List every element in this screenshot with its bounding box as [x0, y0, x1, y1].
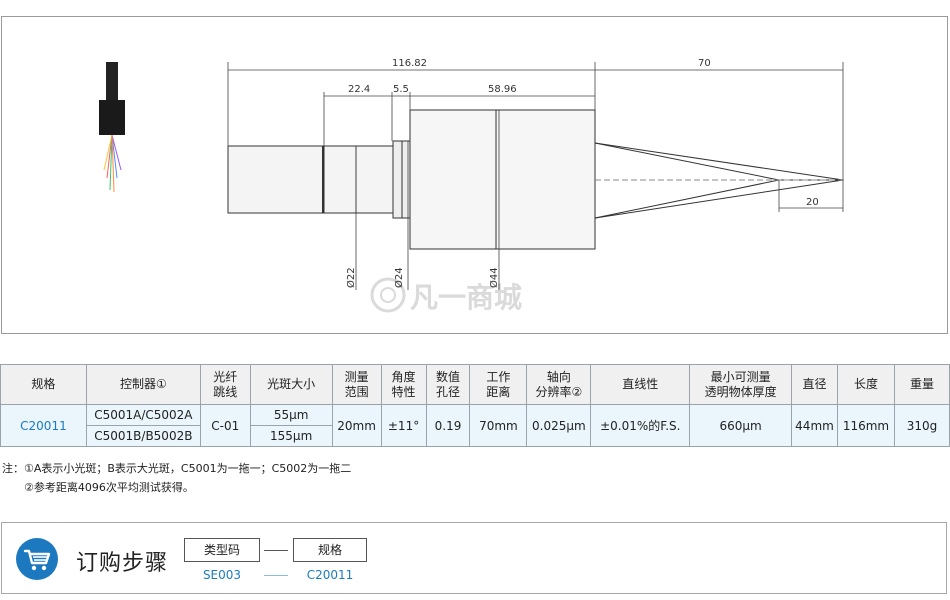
watermark-text: 凡一商城 — [410, 281, 522, 314]
cell-range: 20mm — [331, 404, 382, 447]
header-working-distance: 工作 距离 — [469, 364, 528, 405]
cell-linearity: ±0.01%的F.S. — [590, 404, 691, 447]
value-connector — [264, 575, 288, 576]
cell-controller-a: C5001A/C5002A — [85, 404, 201, 426]
cell-working-distance: 70mm — [469, 404, 528, 447]
header-range: 测量 范围 — [331, 364, 382, 405]
cell-model[interactable]: C20011 — [0, 404, 87, 447]
header-diameter: 直径 — [791, 364, 838, 405]
table-row: C20011 C5001A/C5002A C-01 55μm 20mm ±11°… — [0, 404, 950, 447]
cell-length: 116mm — [836, 404, 895, 447]
watermark-logo: 凡一商城 — [370, 277, 522, 314]
header-min-thickness: 最小可测量 透明物体厚度 — [689, 364, 793, 405]
cell-min-thickness: 660μm — [689, 404, 793, 447]
technical-drawing: 凡一商城 116.82 70 — [99, 58, 845, 314]
header-controller: 控制器① — [85, 364, 201, 405]
dimension-lines — [227, 62, 844, 290]
note-line-2: ②参考距离4096次平均测试获得。 — [24, 481, 194, 494]
header-model: 规格 — [0, 364, 87, 405]
sensor-body — [227, 109, 845, 250]
cell-weight: 310g — [893, 404, 950, 447]
order-steps-title: 订购步骤 — [76, 551, 169, 576]
spec-table: 规格 控制器① 光纤 跳线 光斑大小 测量 范围 角度 特性 数值 孔径 工作 … — [0, 364, 950, 447]
table-row: C5001B/B5002B 155μm — [1, 425, 950, 447]
header-spot-size: 光斑大小 — [249, 364, 333, 405]
dim-seg1: 22.4 — [348, 84, 370, 95]
cell-fiber: C-01 — [199, 404, 251, 447]
step-type-code-box: 类型码 — [184, 538, 260, 562]
header-linearity: 直线性 — [590, 364, 691, 405]
step-spec-box: 规格 — [293, 538, 367, 562]
dim-seg3: 58.96 — [488, 84, 517, 95]
dim-total-length: 116.82 — [392, 58, 427, 69]
shopping-cart-icon — [16, 538, 58, 580]
order-steps-panel: 订购步骤 类型码 规格 SE003 C20011 — [1, 522, 947, 594]
header-fiber: 光纤 跳线 — [199, 364, 251, 405]
dim-diameter-44: Ø44 — [488, 267, 500, 288]
cell-axial-resolution: 0.025μm — [526, 404, 592, 447]
dim-diameter-22: Ø22 — [345, 267, 357, 288]
cell-spot-a: 55μm — [249, 404, 333, 426]
step-connector — [264, 550, 288, 551]
cell-spot-b: 155μm — [249, 425, 333, 447]
dim-range: 70 — [698, 58, 711, 69]
step-spec-value[interactable]: C20011 — [306, 568, 354, 582]
note-line-1: 注：①A表示小光斑；B表示大光斑，C5001为一拖一；C5002为一拖二 — [2, 462, 352, 475]
fiber-cable-icon — [99, 62, 125, 193]
cell-angle: ±11° — [380, 404, 427, 447]
notes: 注：①A表示小光斑；B表示大光斑，C5001为一拖一；C5002为一拖二 ②参考… — [2, 459, 351, 497]
header-axial-resolution: 轴向 分辨率② — [526, 364, 592, 405]
header-length: 长度 — [836, 364, 895, 405]
dim-diameter-24: Ø24 — [393, 267, 405, 288]
header-na: 数值 孔径 — [425, 364, 471, 405]
cell-controller-b: C5001B/B5002B — [85, 425, 201, 447]
step-type-code-value[interactable]: SE003 — [202, 568, 242, 582]
dim-seg2: 5.5 — [393, 84, 409, 95]
header-angle: 角度 特性 — [380, 364, 427, 405]
table-header-row: 规格 控制器① 光纤 跳线 光斑大小 测量 范围 角度 特性 数值 孔径 工作 … — [0, 364, 950, 405]
dim-spot-distance: 20 — [806, 197, 819, 208]
cell-na: 0.19 — [425, 404, 471, 447]
cell-diameter: 44mm — [791, 404, 838, 447]
header-weight: 重量 — [893, 364, 950, 405]
